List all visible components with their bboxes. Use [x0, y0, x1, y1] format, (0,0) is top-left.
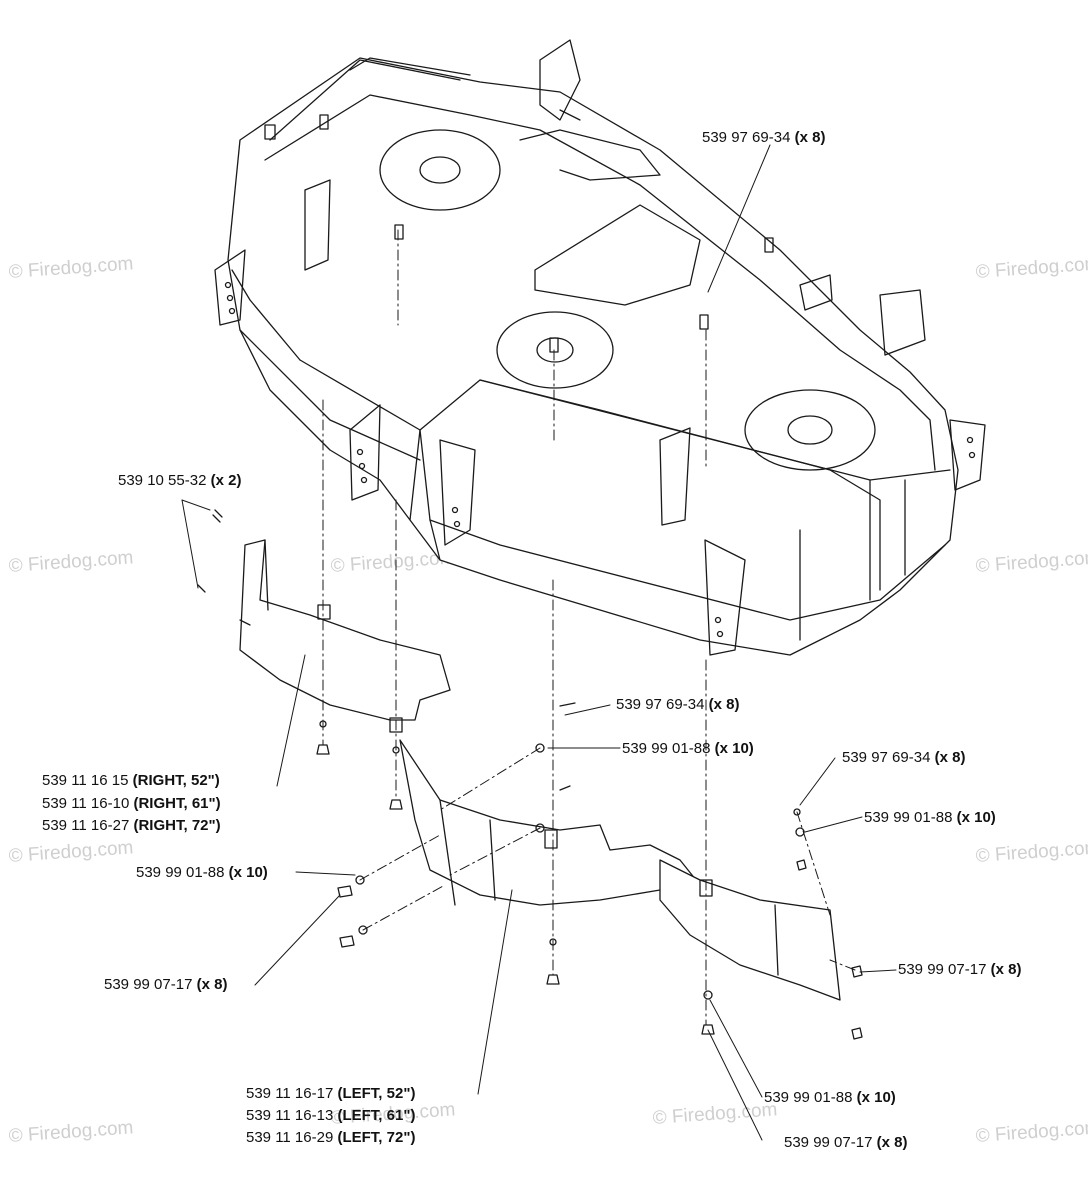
callout-bottom-washer: 539 99 01-88 (x 10) [764, 1089, 896, 1106]
callout-left-washer: 539 99 01-88 (x 10) [136, 864, 268, 881]
hardware [197, 509, 863, 1040]
callout-bottom-nut: 539 99 07-17 (x 8) [784, 1134, 908, 1151]
callout-left-shield-72: 539 11 16-29 (LEFT, 72") [246, 1129, 416, 1146]
callout-right-shield-52: 539 11 16 15 (RIGHT, 52") [42, 772, 220, 789]
callout-right-nut: 539 99 07-17 (x 8) [898, 961, 1022, 978]
callout-right-shield-72: 539 11 16-27 (RIGHT, 72") [42, 817, 221, 834]
callout-top-bolt: 539 97 69-34 (x 8) [702, 129, 826, 146]
callout-left-nut: 539 99 07-17 (x 8) [104, 976, 228, 993]
leader-lines [181, 144, 897, 1141]
callout-right-bolt: 539 97 69-34 (x 8) [842, 749, 966, 766]
right-shield [239, 539, 451, 733]
callout-left-bolts: 539 10 55-32 (x 2) [118, 472, 242, 489]
left-shield [659, 859, 841, 1001]
assembly-lines [322, 229, 856, 1026]
callout-mid-bolt: 539 97 69-34 (x 8) [616, 696, 740, 713]
callout-left-shield-52: 539 11 16-17 (LEFT, 52") [246, 1085, 416, 1102]
center-shield [399, 739, 701, 906]
callout-left-shield-61: 539 11 16-13 (LEFT, 61") [246, 1107, 416, 1124]
callout-right-washer: 539 99 01-88 (x 10) [864, 809, 996, 826]
mower-deck [214, 39, 986, 656]
callout-right-shield-61: 539 11 16-10 (RIGHT, 61") [42, 795, 221, 812]
callout-mid-washer: 539 99 01-88 (x 10) [622, 740, 754, 757]
